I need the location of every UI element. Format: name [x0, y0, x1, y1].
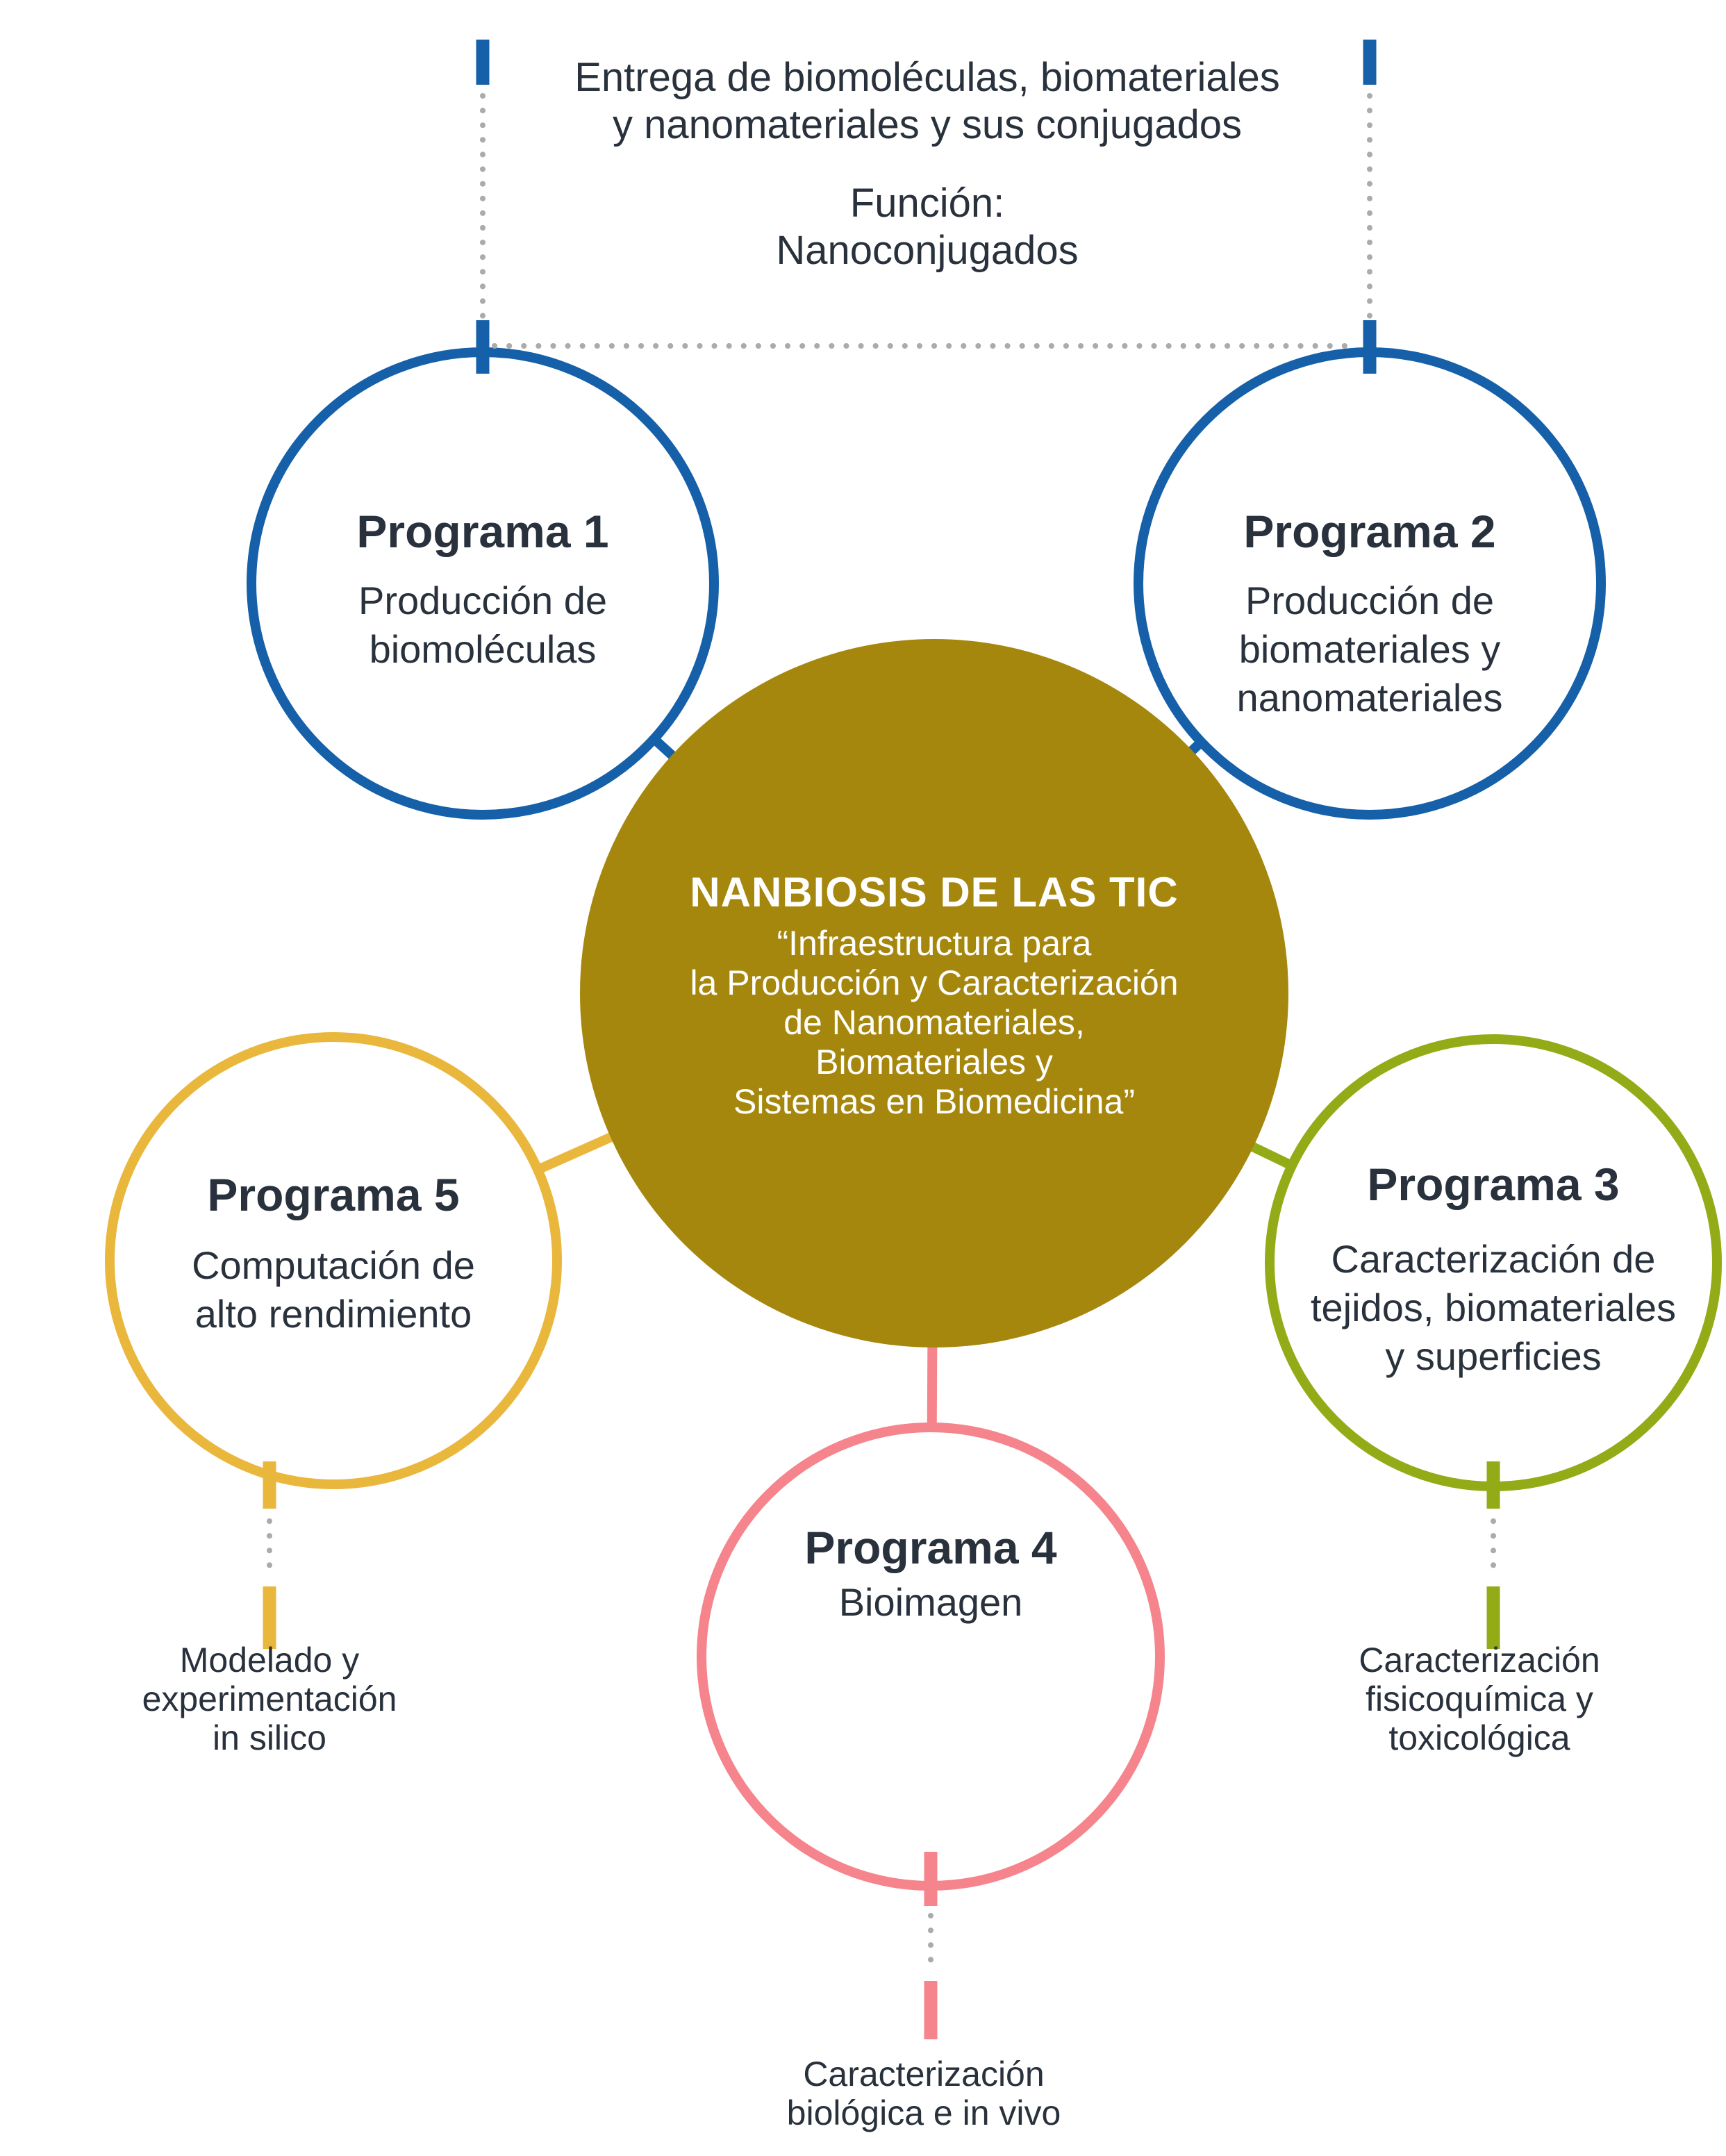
- programa1-subtitle-line: Producción de: [358, 579, 607, 622]
- programa1-title: Programa 1: [356, 506, 609, 557]
- tick-chain-programa1: [476, 40, 490, 374]
- programa4-annotation-line: biológica e in vivo: [786, 2093, 1061, 2132]
- center-subtitle-line: Biomateriales y: [815, 1043, 1053, 1081]
- tick-bar: [924, 1852, 938, 1906]
- programa2-subtitle-line: nanomateriales: [1236, 676, 1503, 720]
- tick-bar: [1363, 40, 1377, 85]
- center-subtitle-line: “Infraestructura para: [777, 924, 1092, 963]
- programa3-annotation: Caracterización fisicoquímica y toxicoló…: [1271, 1641, 1688, 1757]
- programa2-subtitle-line: Producción de: [1245, 579, 1494, 622]
- programa5-title: Programa 5: [207, 1169, 460, 1220]
- center-circle: [580, 639, 1288, 1348]
- programa5-annotation: Modelado y experimentación in silico: [61, 1641, 478, 1757]
- programa3-title: Programa 3: [1367, 1159, 1620, 1210]
- programa5-subtitle-line: Computación de: [192, 1243, 475, 1287]
- programa3-annotation-line: Caracterización: [1359, 1641, 1600, 1680]
- programa4-subtitle: Bioimagen: [722, 1578, 1139, 1627]
- tick-bar: [1486, 1461, 1500, 1509]
- programa5-circle: [105, 1032, 562, 1489]
- center-subtitle-line: la Producción y Caracterización: [690, 963, 1179, 1002]
- programa5-subtitle: Computación de alto rendimiento: [125, 1241, 542, 1338]
- programa3-subtitle-line: tejidos, biomateriales: [1310, 1286, 1677, 1329]
- top-annotation-line1: Entrega de biomoléculas, biomateriales: [574, 55, 1280, 100]
- programa5-subtitle-line: alto rendimiento: [194, 1292, 472, 1336]
- top-annotation: Entrega de biomoléculas, biomateriales y…: [337, 54, 1518, 149]
- programa4-annotation-line: Caracterización: [803, 2055, 1045, 2093]
- programa3-annotation-line: toxicológica: [1388, 1718, 1570, 1757]
- funcion-annotation: Función: Nanoconjugados: [337, 180, 1518, 274]
- programa1-subtitle: Producción de biomoléculas: [274, 577, 691, 674]
- programa3-subtitle-line: Caracterización de: [1331, 1237, 1656, 1281]
- tick-chain-programa5: [263, 1461, 276, 1649]
- top-annotation-line2: y nanomateriales y sus conjugados: [613, 102, 1242, 147]
- programa4-subtitle-line: Bioimagen: [838, 1580, 1023, 1624]
- programa5-annotation-line: Modelado y: [179, 1641, 360, 1680]
- programa4-annotation: Caracterización biológica e in vivo: [715, 2055, 1132, 2132]
- programa2-subtitle: Producción de biomateriales y nanomateri…: [1161, 577, 1578, 722]
- programa4-title: Programa 4: [804, 1522, 1057, 1573]
- tick-bar: [263, 1586, 276, 1649]
- center-title: NANBIOSIS DE LAS TIC: [690, 869, 1179, 915]
- tick-chain-programa3: [1486, 1461, 1500, 1649]
- tick-chain-programa2: [1363, 40, 1377, 374]
- center-subtitle-line: de Nanomateriales,: [783, 1003, 1085, 1042]
- programa3-subtitle-line: y superficies: [1385, 1334, 1602, 1378]
- tick-bar: [924, 1981, 938, 2039]
- tick-chain-programa4: [924, 1852, 938, 2039]
- funcion-label: Función:: [849, 181, 1005, 226]
- programa2-title: Programa 2: [1243, 506, 1496, 557]
- tick-bar: [476, 40, 490, 85]
- tick-bar: [1486, 1586, 1500, 1649]
- programa5-annotation-line: in silico: [213, 1718, 326, 1757]
- tick-bar: [1363, 320, 1377, 374]
- programa2-subtitle-line: biomateriales y: [1238, 627, 1501, 671]
- center-subtitle-line: Sistemas en Biomedicina”: [733, 1082, 1136, 1121]
- tick-bar: [263, 1461, 276, 1509]
- programa3-annotation-line: fisicoquímica y: [1366, 1680, 1593, 1718]
- programa1-subtitle-line: biomoléculas: [369, 627, 597, 671]
- programa5-annotation-line: experimentación: [142, 1680, 397, 1718]
- funcion-value: Nanoconjugados: [776, 228, 1079, 273]
- tick-bar: [476, 320, 490, 374]
- center-subtitle: “Infraestructura para la Producción y Ca…: [552, 924, 1316, 1122]
- programa3-subtitle: Caracterización de tejidos, biomateriale…: [1285, 1235, 1702, 1381]
- programa4-circle: [697, 1423, 1165, 1891]
